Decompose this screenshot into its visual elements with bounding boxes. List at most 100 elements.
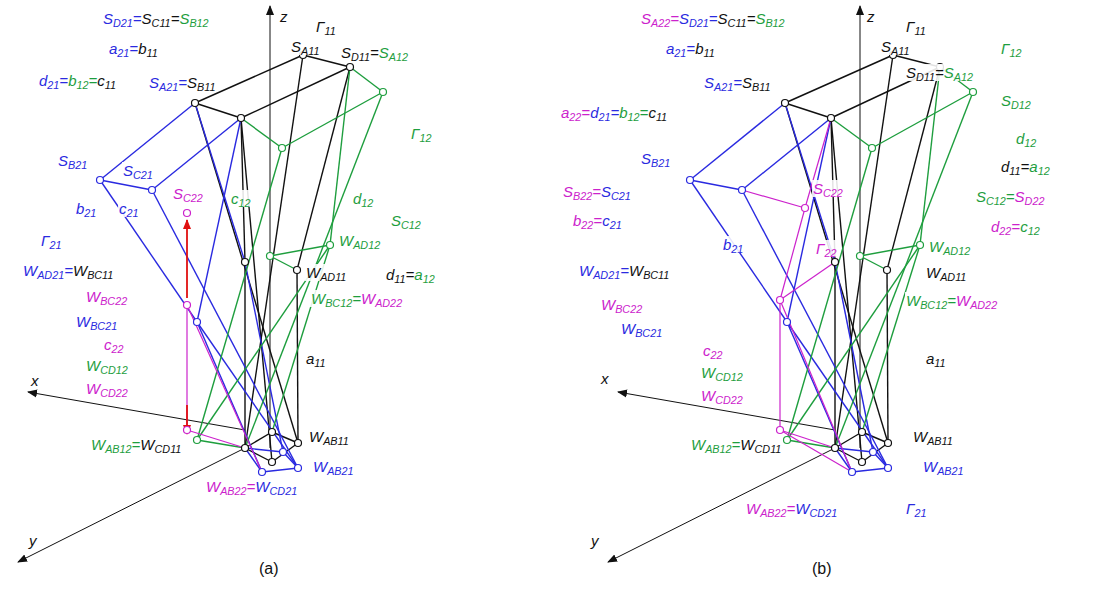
symbol: W: [86, 288, 100, 305]
symbol: S: [142, 10, 152, 27]
symbol: =: [178, 74, 187, 91]
subscript: CD21: [810, 507, 838, 519]
element-label: SD21=SC11=SB12: [102, 10, 210, 27]
vertex-point: [380, 89, 387, 96]
vertex-point: [97, 177, 104, 184]
element-label: SC22: [812, 180, 844, 197]
symbol: S: [906, 64, 916, 81]
symbol: S: [563, 183, 573, 200]
element-label: a11: [925, 350, 947, 367]
polyhedron-edge: [785, 103, 831, 118]
polyhedron-edge: [350, 67, 383, 92]
vertex-point: [784, 437, 791, 444]
subscript: 21: [915, 507, 927, 519]
symbol: W: [86, 357, 100, 374]
element-label: WBC21: [75, 313, 118, 330]
polyhedron-edge: [835, 448, 873, 452]
polyhedron-edge: [852, 468, 888, 472]
symbol: a: [1029, 158, 1037, 175]
symbol: W: [140, 436, 154, 453]
polyhedron-edge: [690, 103, 785, 180]
symbol: S: [149, 74, 159, 91]
polyhedron-edge: [197, 148, 282, 440]
subscript: C11: [728, 17, 747, 29]
symbol: S: [103, 10, 113, 27]
vertex-point: [238, 115, 245, 122]
symbol: S: [755, 10, 765, 27]
element-label: WAB11: [912, 428, 954, 445]
polyhedron-edge: [195, 103, 241, 118]
subscript: CD22: [100, 387, 128, 399]
symbol: W: [339, 232, 353, 249]
subscript: 22: [999, 225, 1011, 237]
symbol: W: [691, 436, 705, 453]
polyhedron-edge: [787, 245, 920, 440]
element-label: WAD21=WBC11: [22, 262, 114, 279]
symbol: =: [1006, 188, 1015, 205]
symbol: S: [341, 44, 351, 61]
subscript: CD12: [715, 371, 743, 383]
symbol: d: [991, 218, 999, 235]
element-label: y: [28, 532, 38, 549]
polyhedron-edge: [244, 262, 245, 448]
symbol: S: [173, 185, 183, 202]
element-label: Γ22: [815, 240, 838, 257]
element-label: WCD12: [85, 357, 129, 374]
element-label: SA11: [290, 38, 320, 55]
element-label: SD12: [1000, 92, 1032, 109]
element-label: d12: [352, 190, 374, 207]
subscript: CD21: [270, 485, 298, 497]
element-label: WAD11: [305, 264, 347, 281]
vertex-point: [267, 253, 274, 260]
symbol: =: [406, 266, 415, 283]
subscript: 21: [610, 219, 622, 231]
polyhedron-edge: [860, 256, 887, 270]
vertex-point: [782, 100, 789, 107]
vertex-point: [832, 445, 839, 452]
subscript: C21: [611, 190, 631, 202]
element-label: SC22: [172, 185, 204, 202]
symbol: c: [1020, 218, 1028, 235]
polyhedron-edge: [195, 103, 245, 262]
symbol: S: [718, 10, 728, 27]
symbol: W: [795, 500, 809, 517]
symbol: =: [1011, 218, 1020, 235]
element-label: WAB21: [312, 458, 355, 475]
element-label: c22: [103, 336, 125, 353]
polyhedron-edge: [780, 300, 852, 472]
symbol: S: [187, 74, 197, 91]
symbol: =: [935, 64, 944, 81]
vertex-point: [869, 145, 876, 152]
symbol: W: [309, 428, 323, 445]
polyhedron-edge: [780, 430, 852, 472]
symbol: =: [370, 44, 379, 61]
subscript: BC12: [325, 297, 352, 309]
wireframe: [608, 6, 977, 562]
symbol: d: [353, 190, 361, 207]
subscript: AB21: [327, 465, 353, 477]
polyhedron-edge: [100, 103, 195, 180]
symbol: W: [311, 290, 325, 307]
symbol: S: [679, 10, 689, 27]
symbol: W: [73, 262, 87, 279]
vertex-point: [242, 445, 249, 452]
vertex-point: [194, 319, 201, 326]
vertex-point: [687, 177, 694, 184]
vertex-point: [884, 267, 891, 274]
symbol: =: [686, 40, 695, 57]
symbol: y: [591, 532, 599, 549]
element-label: WBC21: [620, 320, 663, 337]
subscript: A21: [159, 81, 178, 93]
element-label: SD11=SA12: [340, 44, 409, 61]
polyhedron-edge: [780, 208, 805, 300]
element-label: WBC12=WAD22: [905, 292, 998, 309]
symbol: d: [1001, 158, 1009, 175]
subscript: B21: [651, 157, 670, 169]
symbol: Γ: [1001, 40, 1010, 57]
symbol: Γ: [906, 18, 915, 35]
subscript: 21: [127, 207, 139, 219]
element-label: d21=b12=c11: [38, 72, 117, 89]
element-label: a22=d21=b12=c11: [560, 104, 668, 121]
symbol: S: [742, 74, 752, 91]
